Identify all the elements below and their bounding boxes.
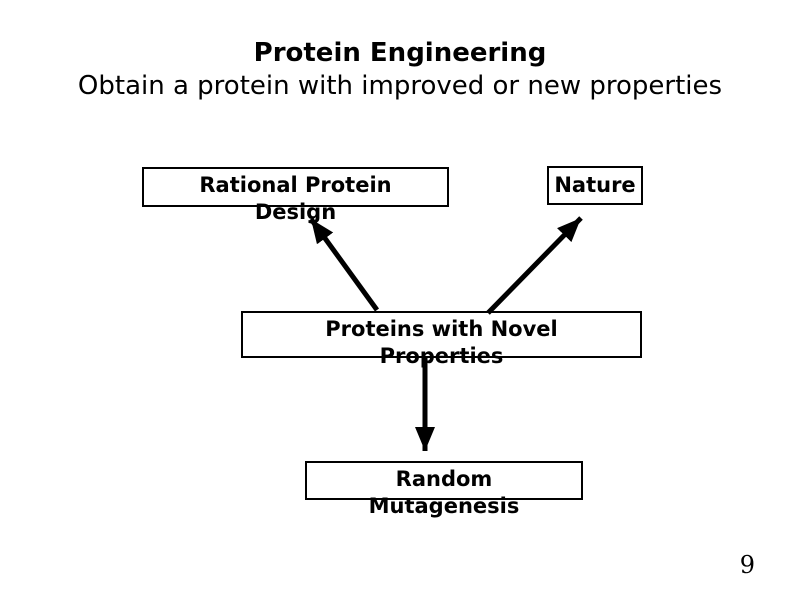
node-rational-protein-design: Rational Protein Design: [142, 167, 449, 224]
arrow-to-rational-protein-design: [308, 217, 380, 312]
node-random-mutagenesis: Random Mutagenesis: [305, 461, 583, 518]
slide-subtitle: Obtain a protein with improved or new pr…: [77, 71, 723, 101]
node-label-line: Rational Protein: [199, 173, 392, 197]
node-label-line: Nature: [554, 173, 636, 197]
slide-title: Protein Engineering: [253, 38, 547, 68]
page-number: 9: [739, 551, 755, 579]
node-label-line: Mutagenesis: [368, 494, 520, 518]
node-label-line: Proteins with Novel: [325, 317, 558, 341]
node-proteins-with-novel-properties: Proteins with Novel Properties: [241, 311, 642, 368]
node-label-line: Random: [395, 467, 493, 491]
node-nature: Nature: [547, 166, 643, 205]
node-rational-protein-design-label: Rational Protein Design: [144, 172, 447, 226]
slide-header: Protein Engineering Obtain a protein wit…: [0, 37, 800, 103]
node-proteins-with-novel-properties-label: Proteins with Novel Properties: [243, 316, 640, 370]
node-random-mutagenesis-label: Random Mutagenesis: [307, 466, 581, 520]
node-label-line: Design: [254, 200, 337, 224]
arrow-to-nature: [486, 216, 583, 315]
node-nature-label: Nature: [549, 172, 641, 199]
node-label-line: Properties: [379, 344, 504, 368]
